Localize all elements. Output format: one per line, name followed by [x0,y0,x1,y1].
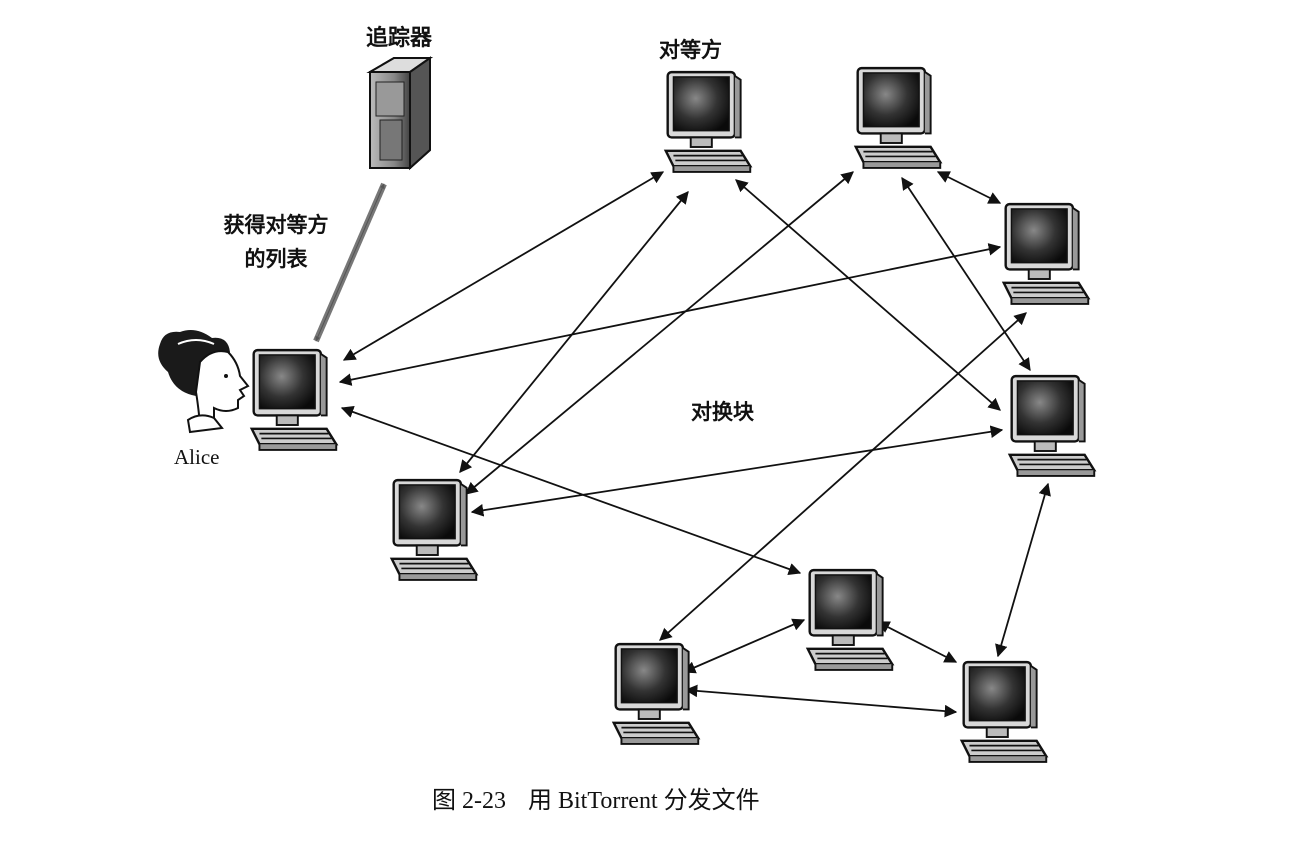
peer-left-lower [390,478,478,582]
get-peer-list-label: 获得对等方 的列表 [214,208,338,276]
figure-caption-text: 用 BitTorrent 分发文件 [528,788,760,814]
tracker-label: 追踪器 [366,26,433,51]
arrow-rightmiddle-leftlower [470,425,1004,517]
peer-right-middle [1008,374,1096,478]
peer-top-center [664,70,752,174]
exchange-chunks-label: 对换块 [691,400,754,424]
arrow-topright-leftlower [465,171,854,495]
arrow-topright-rightupper [936,171,1002,204]
get-peer-list-line2: 的列表 [244,247,308,271]
peer-right-upper [1002,202,1090,306]
arrow-bottomleft-bottomright [684,684,958,718]
alice-figure [158,330,250,434]
peer-bottom-left [612,642,700,746]
get-peer-list-line1: 获得对等方 [223,213,329,237]
arrow-alice-peertop [342,171,665,361]
peer-bottom-center [806,568,894,672]
arrow-bottomcenter-bottomleft [682,618,806,674]
peer-bottom-right [960,660,1048,764]
arrow-peertop-rightmiddle [735,179,1001,411]
figure-caption: 图 2-23 用 BitTorrent 分发文件 [432,780,782,815]
tracker-server [366,56,434,171]
arrow-alice-rightupper [338,243,1002,386]
exchange-arrows [338,171,1051,718]
arrow-bottomcenter-bottomright [876,621,958,663]
alice-label: Alice [174,445,220,469]
peer-top-right [854,66,942,170]
arrow-peertop-leftlower [459,191,689,473]
figure-number: 图 2-23 [432,788,506,814]
arrow-rightmiddle-bottomright [995,482,1051,658]
peers-label: 对等方 [659,38,722,62]
alice-computer [250,348,338,452]
